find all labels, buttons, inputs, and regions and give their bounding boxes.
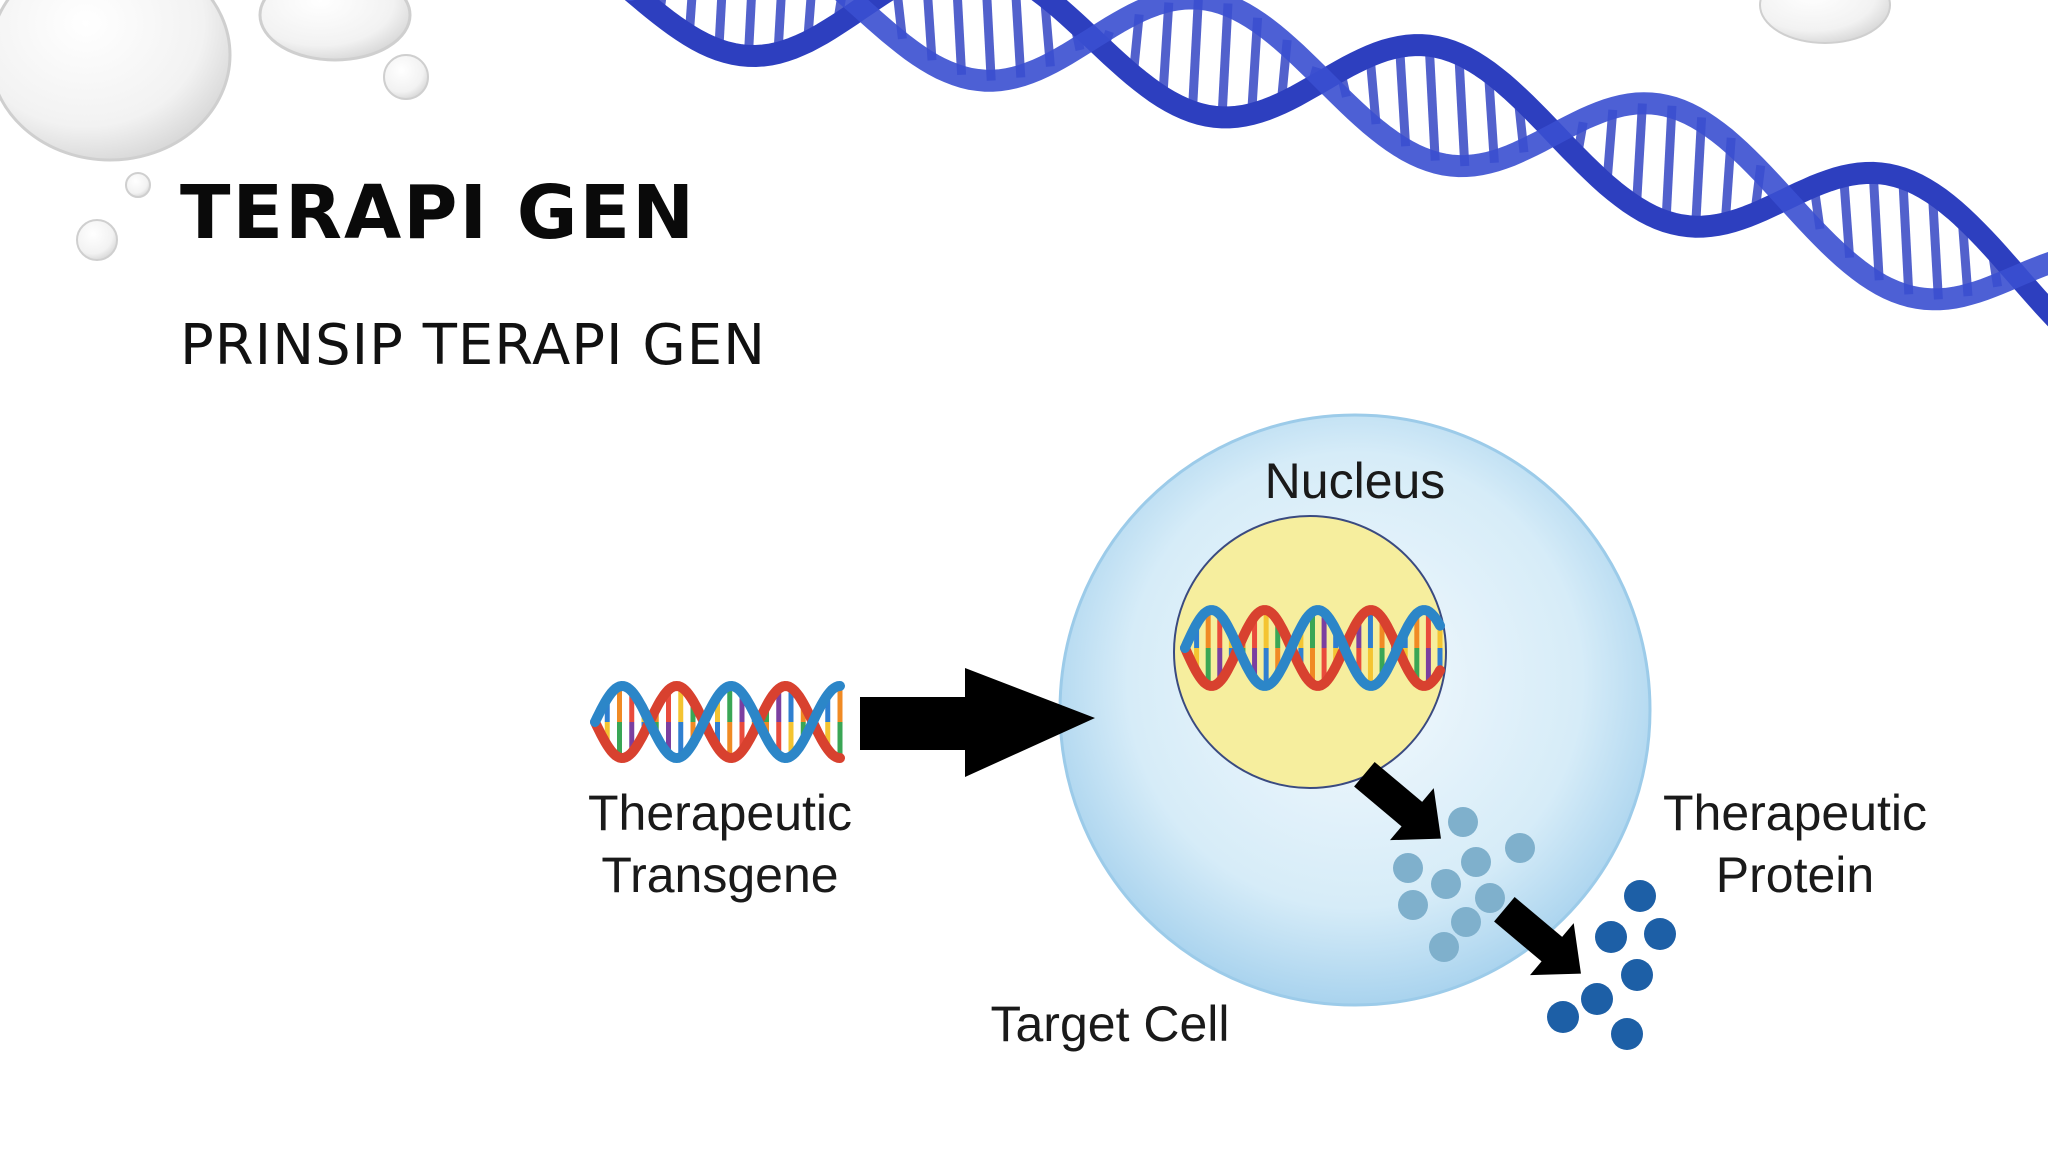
water-drop-icon xyxy=(125,172,151,198)
protein-dot xyxy=(1621,959,1653,991)
transgene-label-line2: Transgene xyxy=(601,847,839,903)
water-drops xyxy=(0,0,1891,261)
protein-dot xyxy=(1624,880,1656,912)
precursor-dot xyxy=(1393,853,1423,883)
precursor-dot xyxy=(1505,833,1535,863)
precursor-dot xyxy=(1448,807,1478,837)
water-drop-icon xyxy=(0,0,232,162)
protein-label-line1: Therapeutic xyxy=(1662,785,1928,841)
transgene-label: Therapeutic Transgene xyxy=(560,782,880,906)
water-drop-icon xyxy=(1759,0,1891,44)
transgene-dna-icon xyxy=(590,680,845,764)
protein-dot xyxy=(1595,921,1627,953)
slide-title: TERAPI GEN xyxy=(180,170,697,256)
protein-dots xyxy=(1547,880,1676,1050)
water-drop-icon xyxy=(258,0,412,62)
arrow-icon xyxy=(860,668,1095,777)
precursor-dot xyxy=(1398,890,1428,920)
precursor-dot xyxy=(1429,932,1459,962)
water-drop-icon xyxy=(383,54,429,100)
dna-banner-icon xyxy=(624,0,2048,327)
protein-label: Therapeutic Protein xyxy=(1640,782,1950,906)
nucleus-label: Nucleus xyxy=(1264,453,1446,509)
precursor-dot xyxy=(1431,869,1461,899)
water-drop-icon xyxy=(76,219,118,261)
protein-dot xyxy=(1547,1001,1579,1033)
arrow-icon xyxy=(1354,762,1441,841)
slide-subtitle: PRINSIP TERAPI GEN xyxy=(180,313,767,378)
precursor-dot xyxy=(1461,847,1491,877)
target-cell-label: Target Cell xyxy=(990,996,1230,1052)
precursor-dots xyxy=(1393,807,1535,962)
arrow-icon xyxy=(1494,897,1581,976)
protein-dot xyxy=(1581,983,1613,1015)
protein-dot xyxy=(1644,918,1676,950)
transgene-label-line1: Therapeutic xyxy=(587,785,853,841)
nucleus-dna-icon xyxy=(1180,605,1445,691)
precursor-dot xyxy=(1475,883,1505,913)
protein-label-line2: Protein xyxy=(1715,847,1875,903)
precursor-dot xyxy=(1451,907,1481,937)
protein-dot xyxy=(1611,1018,1643,1050)
